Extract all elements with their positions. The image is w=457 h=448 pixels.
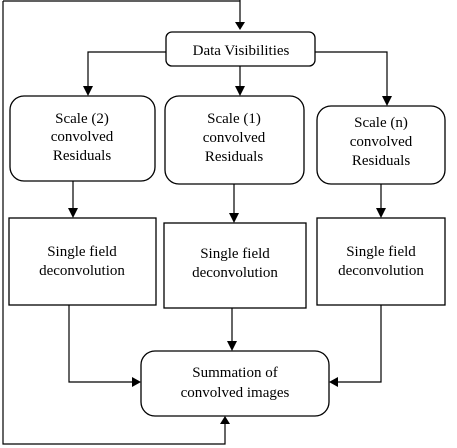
arrowhead-scale-1 xyxy=(235,86,245,96)
node-summation-line-1: convolved images xyxy=(181,385,290,401)
arrowhead-into-data xyxy=(235,22,245,30)
node-scale-n-line-1: convolved xyxy=(350,134,413,150)
node-deconv-mid-line-0: Single field xyxy=(200,246,270,262)
edge-feedback-left xyxy=(2,1,226,445)
node-summation-line-0: Summation of xyxy=(192,365,277,381)
node-scale-1-line-0: Scale (1) xyxy=(207,111,261,127)
arrowhead-into-summation-bottom xyxy=(220,416,230,424)
edge-data-to-scale-n xyxy=(315,51,388,98)
node-deconv-right: Single field deconvolution xyxy=(316,217,446,306)
arrowhead-scale-n xyxy=(382,96,392,106)
arrowhead-summation-top xyxy=(227,341,237,351)
node-deconv-right-line-0: Single field xyxy=(346,244,416,260)
edge-data-to-scale-2 xyxy=(87,51,166,88)
node-data-visibilities: Data Visibilities xyxy=(165,31,316,67)
arrowhead-deconv-mid xyxy=(229,213,239,223)
node-data-visibilities-line-0: Data Visibilities xyxy=(193,43,290,59)
arrowhead-summation-left xyxy=(132,377,141,387)
edge-deconv-left-to-summation xyxy=(68,305,132,383)
arrowhead-deconv-right xyxy=(376,208,386,218)
node-scale-2: Scale (2) convolved Residuals xyxy=(9,95,156,182)
node-summation: Summation of convolved images xyxy=(140,350,330,417)
node-deconv-mid-line-1: deconvolution xyxy=(192,265,278,281)
node-scale-1-line-1: convolved xyxy=(203,130,266,146)
node-deconv-left: Single field deconvolution xyxy=(8,217,157,306)
node-scale-n-line-0: Scale (n) xyxy=(354,115,408,131)
arrowhead-deconv-left xyxy=(68,208,78,218)
arrowhead-scale-2 xyxy=(83,86,93,96)
arrowhead-summation-right xyxy=(329,377,338,387)
node-scale-n: Scale (n) convolved Residuals xyxy=(316,105,446,185)
node-scale-2-line-1: convolved xyxy=(51,129,114,145)
node-scale-1-line-2: Residuals xyxy=(205,149,263,165)
node-scale-2-line-2: Residuals xyxy=(53,148,111,164)
node-scale-2-line-0: Scale (2) xyxy=(55,111,109,127)
node-scale-n-line-2: Residuals xyxy=(352,153,410,169)
node-deconv-left-line-0: Single field xyxy=(47,244,117,260)
node-deconv-left-line-1: deconvolution xyxy=(39,263,125,279)
node-deconv-mid: Single field deconvolution xyxy=(163,222,307,309)
node-deconv-right-line-1: deconvolution xyxy=(338,263,424,279)
node-scale-1: Scale (1) convolved Residuals xyxy=(164,95,305,185)
edge-deconv-right-to-summation xyxy=(337,305,382,383)
